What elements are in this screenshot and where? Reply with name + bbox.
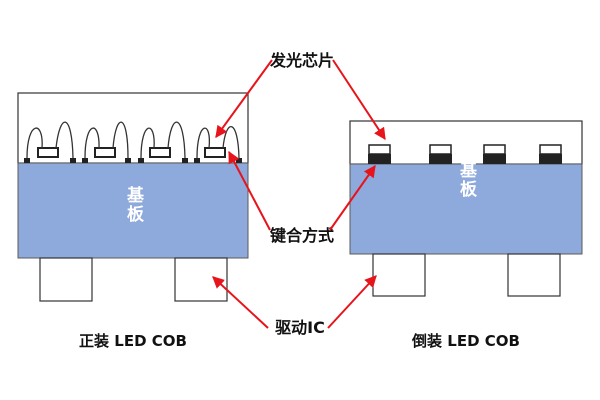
flip-chip-cob-group: 基板 — [349, 120, 583, 297]
right-driver-ic-2 — [507, 253, 561, 297]
left-chip-2 — [94, 147, 116, 158]
label-chip: 发光芯片 — [269, 51, 334, 70]
arrow-ic-right — [327, 275, 377, 329]
right-chip-4 — [539, 144, 562, 155]
right-substrate-label: 基板 — [456, 160, 478, 199]
caption-flip-chip: 倒装 LED COB — [411, 332, 520, 350]
right-chip-2 — [429, 144, 452, 155]
right-chip-1 — [368, 144, 391, 155]
left-chip-1 — [37, 147, 59, 158]
left-chips — [37, 147, 226, 158]
callout-arrows — [212, 59, 386, 329]
right-driver-ic-1 — [372, 253, 426, 297]
face-up-cob-group: 基板 — [17, 92, 249, 302]
right-chip-3 — [483, 144, 506, 155]
arrow-ic-left — [212, 276, 269, 329]
left-chip-3 — [149, 147, 171, 158]
arrow-bond-right — [329, 165, 376, 231]
left-driver-ic-1 — [39, 257, 93, 302]
arrow-chip-left — [215, 59, 273, 138]
arrow-chip-right — [332, 59, 386, 141]
left-substrate-label: 基板 — [123, 185, 145, 224]
left-bond-wires — [26, 121, 240, 159]
left-driver-ic-2 — [174, 257, 228, 302]
arrow-bond-left — [228, 150, 271, 231]
label-bonding: 键合方式 — [269, 226, 334, 245]
left-chip-4 — [204, 147, 226, 158]
left-substrate — [17, 162, 249, 259]
label-driver-ic: 驱动IC — [275, 318, 325, 337]
caption-face-up: 正装 LED COB — [79, 332, 187, 350]
right-bumps — [368, 154, 562, 164]
right-substrate — [349, 163, 583, 255]
